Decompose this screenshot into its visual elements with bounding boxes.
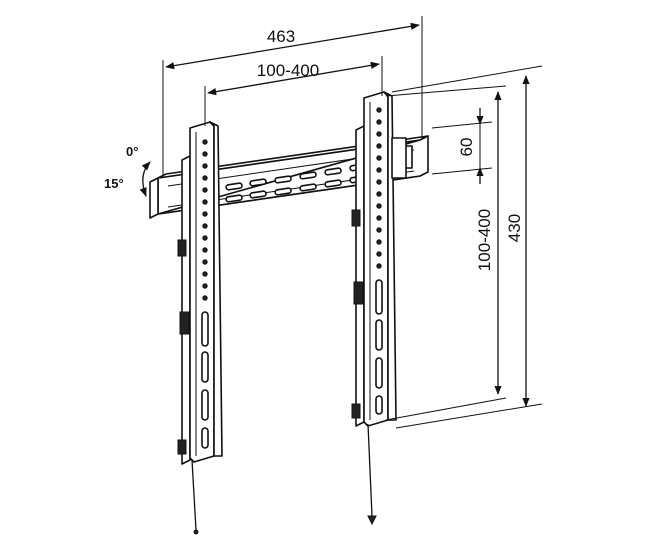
dimension-slot-spacing: 60 (431, 108, 493, 184)
dimension-overall-width: 463 (162, 16, 423, 175)
dimension-vesa-horizontal: 100-400 (204, 56, 383, 126)
tilt-indicator: 0° 15° (104, 144, 151, 197)
left-tv-bracket (177, 121, 223, 535)
dimension-vesa-vertical: 100-400 (385, 85, 507, 421)
slot-spacing-label: 60 (457, 138, 476, 157)
vesa-vertical-label: 100-400 (475, 209, 494, 271)
tilt-angle-min: 0° (126, 144, 138, 159)
overall-height-label: 430 (505, 214, 524, 242)
tilt-angle-max: 15° (104, 176, 124, 191)
wall-plate-slots (225, 163, 365, 203)
right-tv-bracket (351, 91, 407, 526)
overall-width-label: 463 (267, 27, 295, 46)
right-bracket-holes (376, 107, 382, 269)
dimension-overall-height: 430 (391, 65, 543, 429)
left-bracket-holes (202, 139, 208, 301)
vesa-horizontal-label: 100-400 (257, 61, 319, 80)
